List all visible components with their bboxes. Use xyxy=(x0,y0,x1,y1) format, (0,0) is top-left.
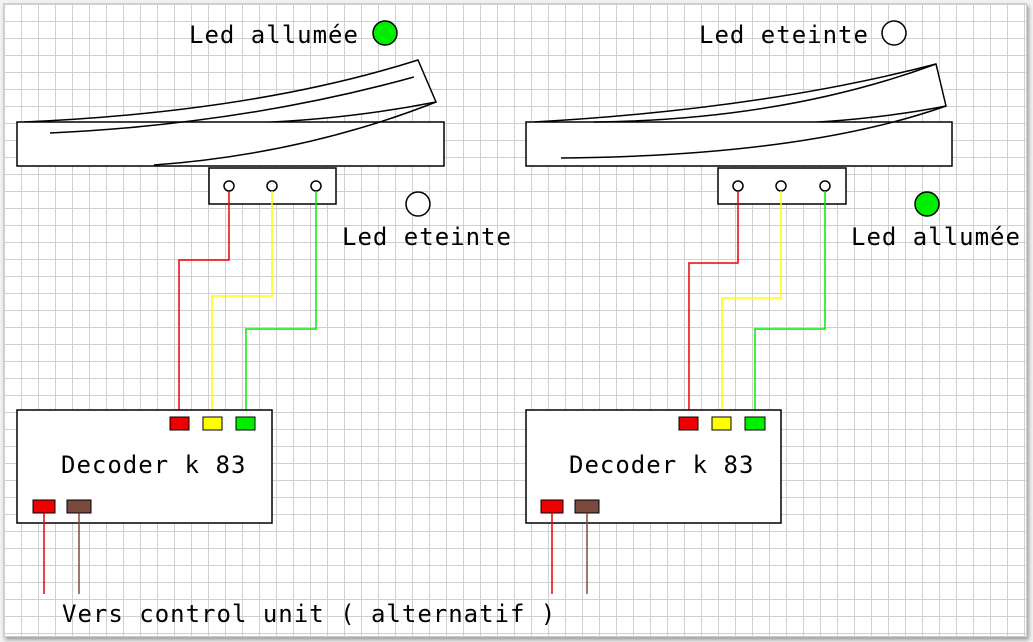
left-curve-line xyxy=(153,101,437,166)
right-side-led xyxy=(914,191,940,217)
left-side-led xyxy=(405,191,431,217)
right-decoder-label: Decoder k 83 xyxy=(569,451,755,479)
right-decoder-box xyxy=(525,409,782,524)
left-curved-rail xyxy=(23,59,438,125)
right-wire-green xyxy=(754,191,826,417)
right-wire-yellow xyxy=(721,191,782,417)
right-motor-terminal-red xyxy=(732,180,744,192)
right-decoder-power-red xyxy=(540,499,564,514)
right-straight-rail xyxy=(525,121,953,167)
left-wire-green xyxy=(245,191,317,417)
left-straight-rail xyxy=(16,121,445,167)
left-decoder-power-brown xyxy=(66,499,92,514)
right-decoder-power-brown xyxy=(574,499,600,514)
right-side-led-label: Led allumée xyxy=(851,223,1021,251)
left-decoder-label: Decoder k 83 xyxy=(61,451,247,479)
left-side-led-label: Led eteinte xyxy=(342,223,512,251)
right-curve-line xyxy=(593,63,937,123)
footer-label: Vers control unit ( alternatif ) xyxy=(62,600,557,628)
left-top-led xyxy=(372,20,398,46)
right-decoder-terminal-yellow xyxy=(711,416,732,431)
left-switch-line xyxy=(49,76,415,134)
right-top-led xyxy=(881,20,907,46)
left-decoder-terminal-green xyxy=(235,416,256,431)
diagram-canvas: Led allumée Led eteinte Decoder k 83 Led… xyxy=(3,3,1027,637)
left-top-led-label: Led allumée xyxy=(189,21,359,49)
right-curved-rail xyxy=(533,63,947,126)
left-motor-terminal-red xyxy=(223,180,235,192)
right-motor-terminal-yellow xyxy=(775,180,787,192)
left-decoder-terminal-red xyxy=(169,416,190,431)
right-switch-line xyxy=(560,105,947,159)
left-motor-terminal-green xyxy=(310,180,322,192)
wiring-diagram xyxy=(16,20,953,594)
left-decoder-power-red xyxy=(32,499,56,514)
right-decoder-terminal-red xyxy=(678,416,699,431)
right-decoder-terminal-green xyxy=(744,416,766,431)
left-decoder-box xyxy=(16,409,273,524)
left-wire-yellow xyxy=(211,191,273,417)
left-motor-terminal-yellow xyxy=(266,180,278,192)
right-top-led-label: Led eteinte xyxy=(699,21,869,49)
right-wire-red xyxy=(688,191,739,417)
left-wire-red xyxy=(178,191,230,417)
right-assembly xyxy=(525,20,953,594)
left-decoder-terminal-yellow xyxy=(202,416,223,431)
left-assembly xyxy=(16,20,445,594)
right-motor-terminal-green xyxy=(819,180,831,192)
